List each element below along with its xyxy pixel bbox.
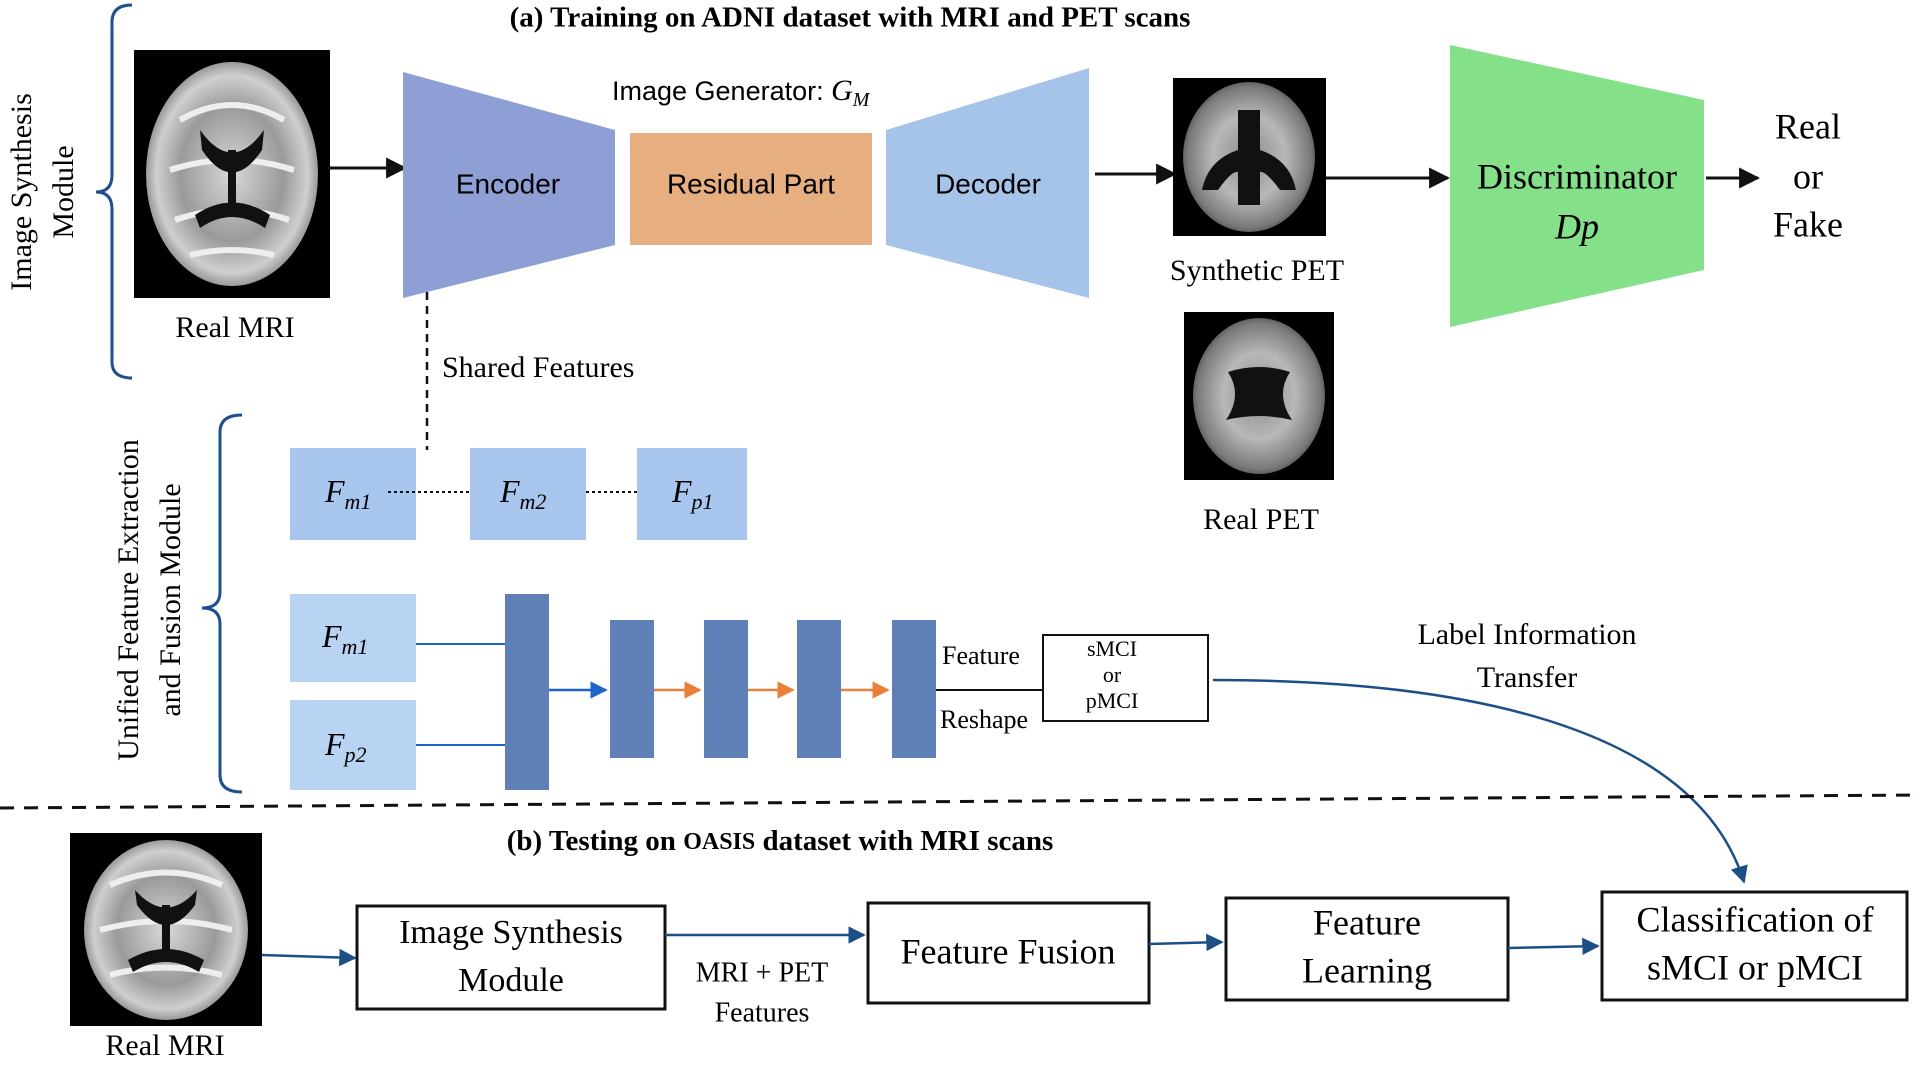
discriminator-block: [1450, 45, 1704, 327]
box-image-synthesis: [355, 904, 667, 1011]
feature-m1-left-label: Fm1: [321, 618, 368, 659]
feature-box-m1-left: [290, 594, 416, 682]
box-image-synthesis-line1: Image Synthesis: [399, 914, 623, 951]
real-mri-image-bottom: [70, 833, 262, 1026]
section-a-title: (a) Training on ADNI dataset with MRI an…: [510, 2, 1191, 34]
synthetic-pet-label: Synthetic PET: [1170, 254, 1344, 287]
arrow-label-mri-pet: MRI + PET: [696, 957, 828, 988]
discriminator-symbol: Dp: [1554, 206, 1599, 246]
box-feature-fusion-label: Feature Fusion: [901, 931, 1116, 971]
fusion-module-bracket: [201, 413, 243, 794]
fusion-module-label-line1: Unified Feature Extraction: [112, 439, 145, 761]
class-or: or: [1103, 662, 1122, 687]
arrow-fusion-to-learning: [1148, 933, 1224, 952]
decoder-block: [886, 68, 1089, 298]
fusion-module-label-line2: and Fusion Module: [154, 483, 187, 716]
real-mri-label-bottom: Real MRI: [105, 1029, 224, 1062]
generator-label: Image Generator: GM: [612, 74, 871, 111]
discriminator-label: Discriminator: [1477, 156, 1677, 196]
reshape-text: Reshape: [940, 705, 1028, 734]
feature-p2-left-label: Fp2: [324, 726, 367, 767]
box-classification-line1: Classification of: [1637, 899, 1874, 939]
output-or: or: [1793, 156, 1823, 196]
encoder-block: [403, 72, 615, 298]
feature-box-m2-top: [470, 448, 586, 540]
encoder-label: Encoder: [456, 168, 560, 199]
output-real: Real: [1775, 106, 1841, 146]
conv-block-1: [610, 620, 654, 758]
arrow-learning-to-classification: [1507, 937, 1600, 956]
synthetic-pet-image: [1173, 78, 1326, 236]
box-classification-line2: sMCI or pMCI: [1647, 947, 1863, 987]
feature-m2-top-label: Fm2: [499, 473, 546, 514]
class-output-box: [1042, 634, 1209, 722]
decoder-label: Decoder: [935, 168, 1041, 199]
arrow-label-features: Features: [715, 997, 810, 1028]
conv-block-2: [704, 620, 748, 758]
feature-p1-top-label: Fp1: [671, 473, 714, 514]
residual-part-label: Residual Part: [667, 168, 835, 199]
conv-block-3: [797, 620, 841, 758]
box-feature-fusion: [866, 901, 1151, 1005]
box-feature-learning: [1224, 896, 1510, 1002]
class-smci: sMCI: [1087, 636, 1137, 661]
box-feature-learning-line1: Feature: [1313, 902, 1421, 942]
fusion-block: [505, 594, 549, 790]
label-transfer-curve: [1212, 678, 1748, 884]
feature-text: Feature: [942, 641, 1020, 670]
real-mri-label: Real MRI: [175, 311, 294, 344]
residual-part-block: [630, 133, 872, 245]
real-pet-label: Real PET: [1203, 503, 1319, 536]
feature-box-p2-left: [290, 700, 416, 790]
box-image-synthesis-line2: Module: [458, 962, 564, 999]
section-divider: [0, 793, 1920, 810]
feature-box-m1-top: [290, 448, 416, 540]
feature-m1-top-label: Fm1: [324, 473, 371, 514]
synthesis-module-label-line2: Module: [47, 145, 80, 238]
label-transfer-line1: Label Information: [1417, 618, 1636, 651]
real-mri-image: [134, 50, 330, 298]
box-classification: [1600, 890, 1909, 1002]
real-pet-image: [1184, 312, 1334, 480]
section-b-title: (b) Testing on OASIS dataset with MRI sc…: [507, 825, 1054, 857]
output-fake: Fake: [1773, 204, 1843, 244]
arrow-mri-to-synthesis: [261, 948, 357, 967]
label-transfer-line2: Transfer: [1477, 661, 1578, 694]
synthesis-module-bracket: [95, 3, 133, 380]
class-pmci: pMCI: [1086, 688, 1139, 713]
feature-box-p1-top: [637, 448, 747, 540]
box-feature-learning-line2: Learning: [1302, 950, 1432, 990]
conv-block-4: [892, 620, 936, 758]
synthesis-module-label-line1: Image Synthesis: [5, 93, 38, 290]
shared-features-label: Shared Features: [442, 351, 634, 384]
